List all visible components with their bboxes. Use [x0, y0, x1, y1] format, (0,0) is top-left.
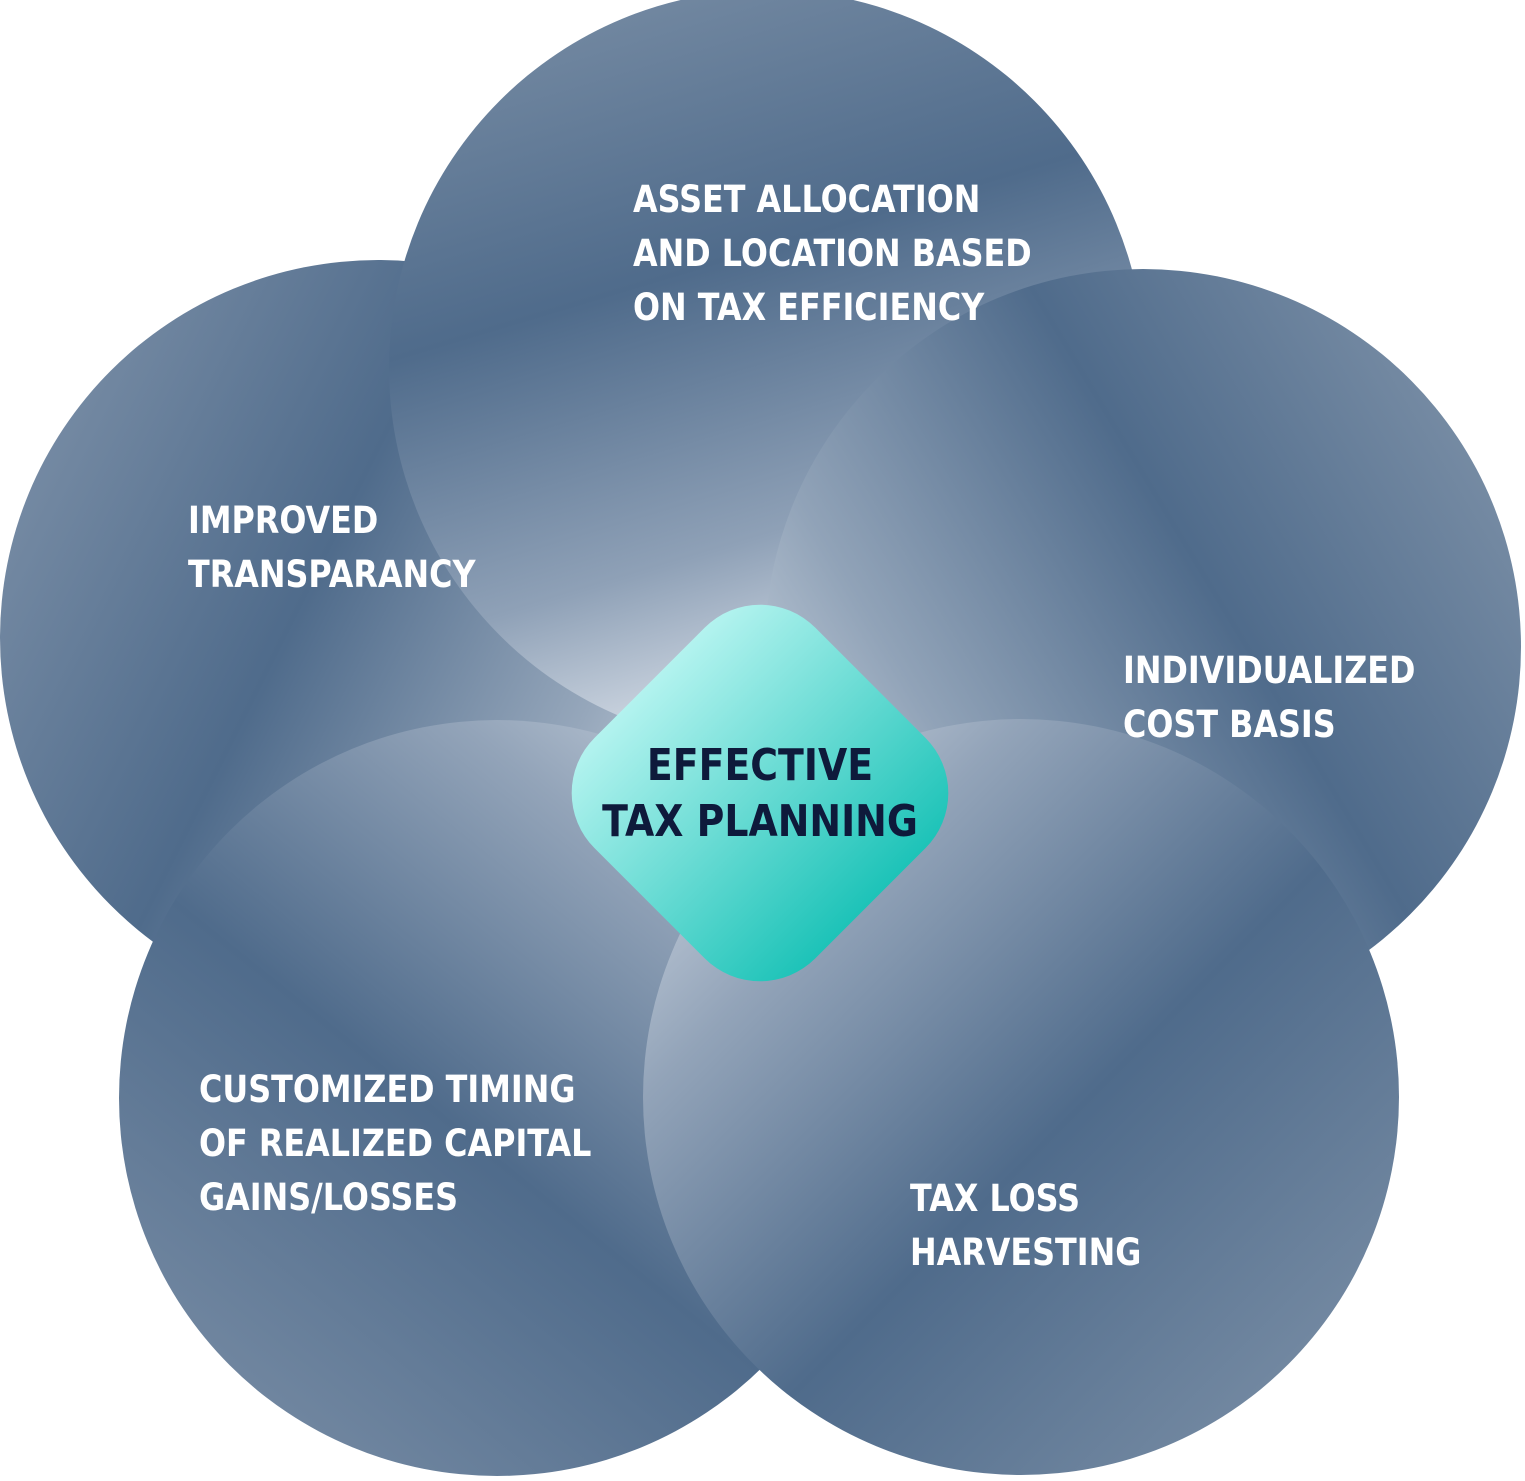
petal-label-tax-loss-harvesting: TAX LOSS HARVESTING: [910, 1177, 1142, 1274]
center-diamond: [571, 604, 949, 982]
petal-label-asset-allocation: ASSET ALLOCATION AND LOCATION BASED ON T…: [633, 178, 1032, 329]
petal-label-individualized-cost-basis: INDIVIDUALIZED COST BASIS: [1123, 649, 1416, 746]
center-label: EFFECTIVE TAX PLANNING: [602, 740, 918, 847]
petal-label-improved-transparancy: IMPROVED TRANSPARANCY: [188, 499, 476, 596]
petal-label-customized-timing: CUSTOMIZED TIMING OF REALIZED CAPITAL GA…: [199, 1068, 592, 1219]
